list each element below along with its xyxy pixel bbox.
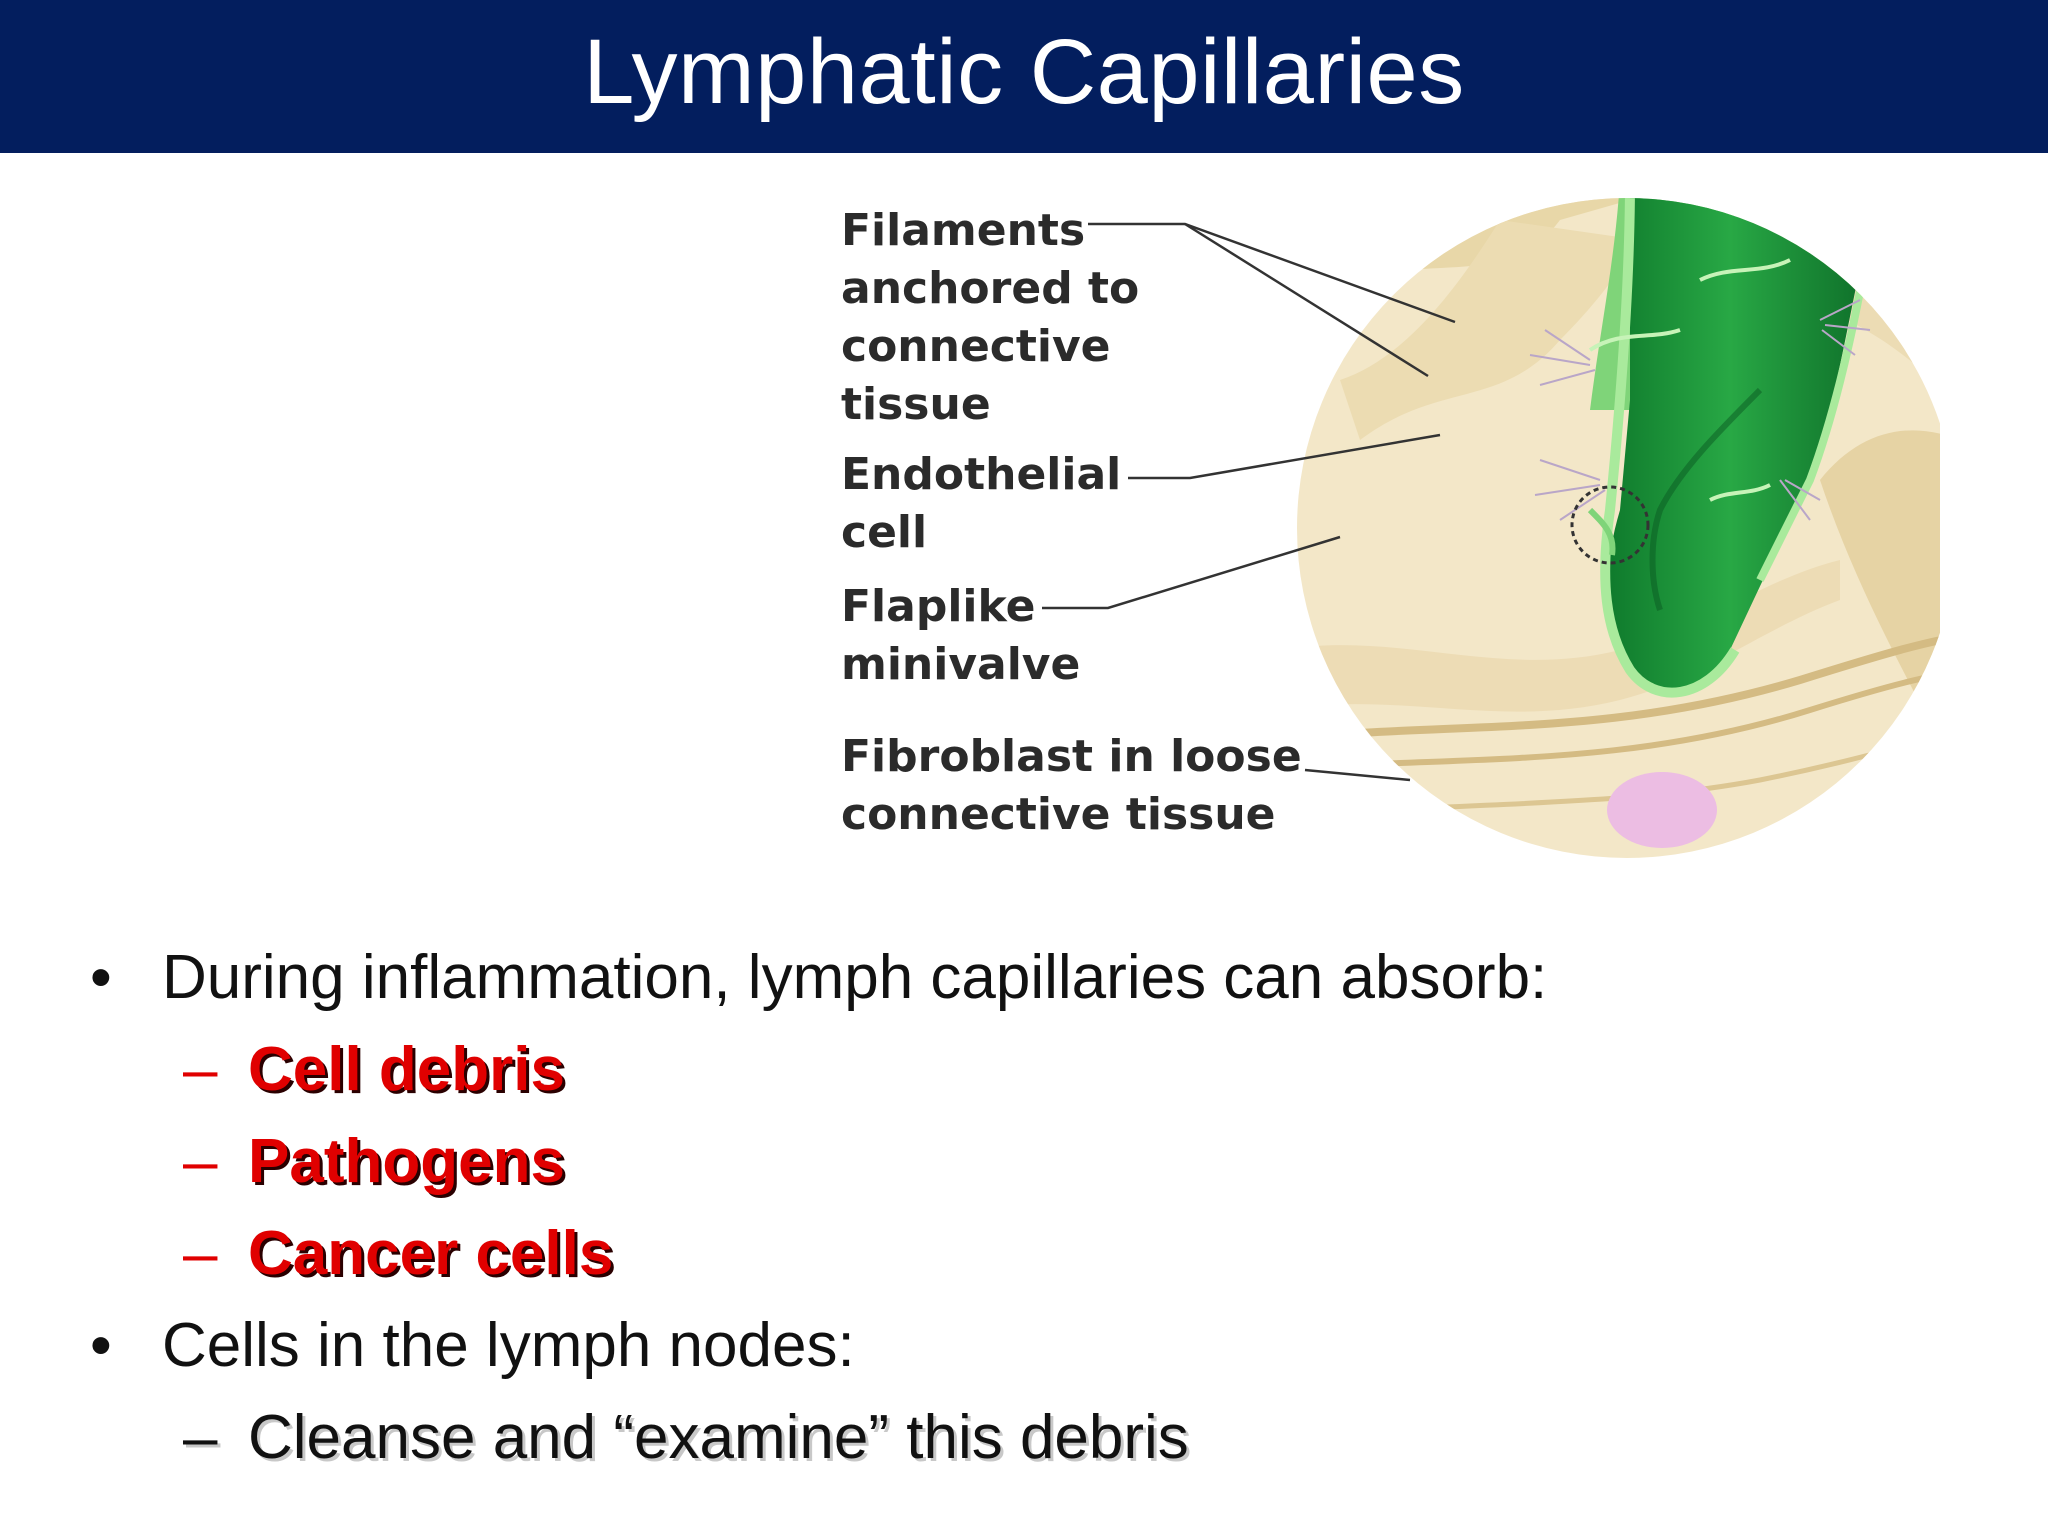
bullet-marker: • xyxy=(90,1311,112,1380)
slide-title: Lymphatic Capillaries xyxy=(583,21,1465,123)
sub-bullet-marker: – xyxy=(183,1035,218,1104)
bullet-marker: • xyxy=(90,943,112,1012)
magnified-tissue-circle xyxy=(1297,198,1940,858)
title-bar: Lymphatic Capillaries xyxy=(0,0,2048,153)
sub-bullet-text: Cancer cells xyxy=(248,1219,614,1288)
bullet-text: During inflammation, lymph capillaries c… xyxy=(162,943,1548,1012)
label-endothelial-cell: Endothelial cell xyxy=(841,449,1122,558)
label-flaplike-minivalve: Flaplike minivalve xyxy=(841,581,1081,690)
label-fibroblast: Fibroblast in loose connective tissue xyxy=(841,731,1302,840)
sub-bullet-text: Pathogens xyxy=(248,1127,565,1196)
leader-lines xyxy=(1042,222,1456,782)
sub-bullet-marker: – xyxy=(183,1127,218,1196)
sub-bullet-marker: – xyxy=(183,1219,218,1288)
sub-bullet-text: Cell debris xyxy=(248,1035,565,1104)
minivalve-highlight xyxy=(1570,485,1650,565)
fibroblast-cell xyxy=(1607,772,1717,848)
sub-bullet-marker: – xyxy=(183,1403,218,1472)
lymphatic-capillary-diagram: Filaments anchored to connective tissue … xyxy=(800,180,1940,880)
anchoring-filaments xyxy=(1529,299,1871,521)
capillary-vessel xyxy=(1607,198,1880,689)
sub-bullet-text: Cleanse and “examine” this debris xyxy=(248,1403,1189,1472)
capillary-illustration xyxy=(1042,198,1940,858)
label-filaments: Filaments anchored to connective tissue xyxy=(841,205,1140,430)
bullet-text: Cells in the lymph nodes: xyxy=(162,1311,855,1380)
